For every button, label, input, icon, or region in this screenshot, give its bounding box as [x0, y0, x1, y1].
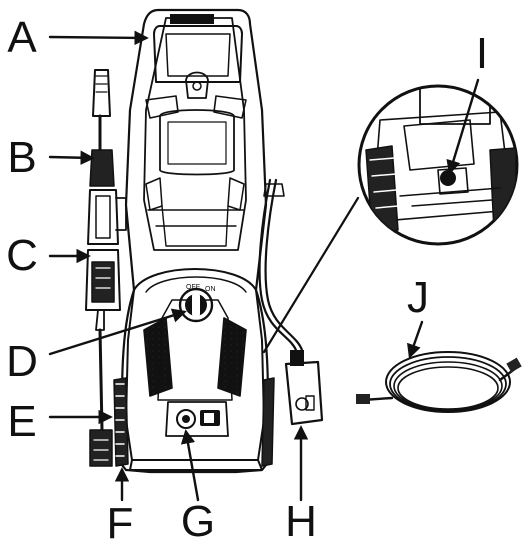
coiled-hose: [356, 351, 522, 413]
arrow-i: [446, 78, 480, 175]
callout-label-d: D: [6, 337, 38, 386]
callout-label-c: C: [6, 231, 38, 280]
callout-label-j: J: [407, 273, 429, 322]
callout-label-h: H: [285, 497, 317, 546]
spray-wand: [85, 69, 127, 467]
callout-label-f: F: [106, 499, 134, 548]
callout-arrows: [48, 30, 480, 502]
callout-label-e: E: [7, 397, 37, 446]
arrow-d: [48, 308, 187, 356]
arrow-g: [180, 429, 200, 502]
pressure-dial: [178, 287, 214, 323]
arrow-a: [48, 30, 149, 46]
callout-label-b: B: [7, 133, 37, 182]
main-body: [116, 8, 272, 474]
dial-off-text: OFF: [186, 284, 200, 291]
wheel-left: [113, 377, 129, 467]
callout-label-i: I: [475, 29, 489, 78]
arrow-b: [48, 150, 95, 165]
callout-label-g: G: [180, 497, 216, 546]
arrow-j: [407, 320, 424, 359]
dial-on-text: ON: [205, 286, 216, 293]
callout-label-a: A: [7, 13, 37, 62]
power-cord: [258, 178, 324, 426]
wheel-right: [261, 377, 275, 467]
inset-detail: [262, 84, 519, 354]
